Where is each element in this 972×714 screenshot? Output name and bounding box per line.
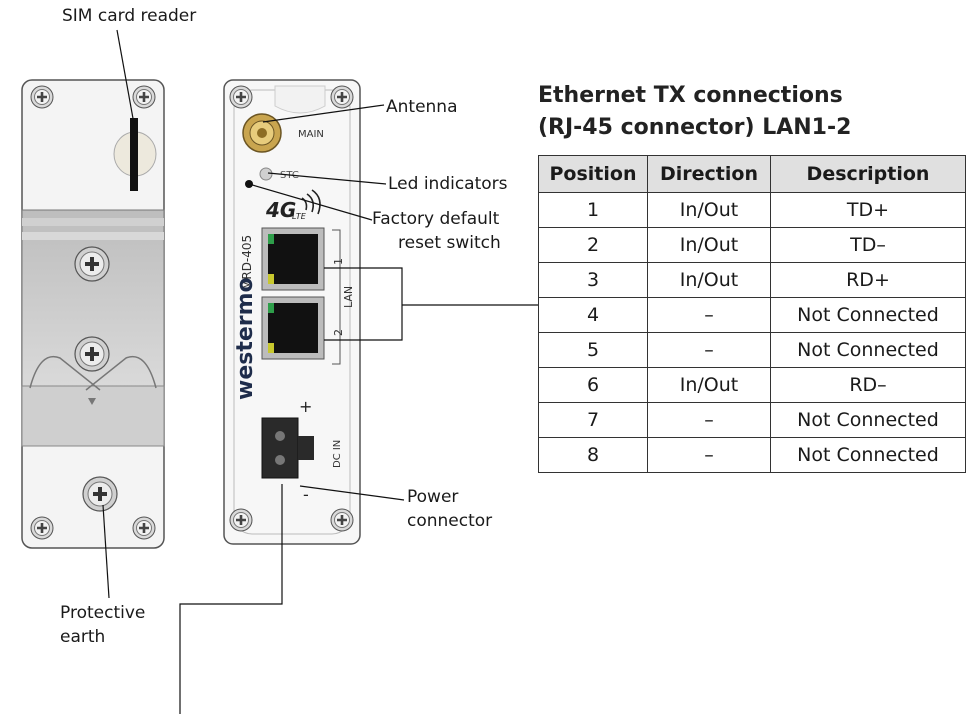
- header-position: Position: [538, 155, 648, 193]
- cell-direction: –: [647, 332, 771, 368]
- table-row: 8–Not Connected: [538, 437, 966, 473]
- cell-direction: In/Out: [647, 367, 771, 403]
- cell-description: TD–: [770, 227, 966, 263]
- cell-direction: In/Out: [647, 192, 771, 228]
- cell-direction: –: [647, 402, 771, 438]
- factory-reset-label-line2: reset switch: [398, 233, 501, 253]
- cell-description: RD+: [770, 262, 966, 298]
- factory-reset-label-line1: Factory default: [372, 209, 500, 229]
- header-direction: Direction: [647, 155, 771, 193]
- cell-position: 4: [538, 297, 648, 333]
- lan-port-1-icon: [261, 227, 325, 291]
- cell-description: TD+: [770, 192, 966, 228]
- port-2-number: 2: [332, 329, 345, 336]
- lte-label: LTE: [292, 212, 307, 221]
- cell-description: Not Connected: [770, 402, 966, 438]
- table-title: Ethernet TX connections (RJ-45 connector…: [538, 80, 851, 144]
- cell-direction: In/Out: [647, 227, 771, 263]
- brand-logo: westermo: [233, 277, 258, 400]
- table-title-line2: (RJ-45 connector) LAN1-2: [538, 115, 852, 140]
- sim-slot: [130, 118, 138, 191]
- sim-card-reader-label: SIM card reader: [62, 6, 197, 26]
- cell-position: 8: [538, 437, 648, 473]
- table-row: 4–Not Connected: [538, 297, 966, 333]
- cell-position: 1: [538, 192, 648, 228]
- power-connector-label-line1: Power: [407, 487, 459, 507]
- cell-position: 7: [538, 402, 648, 438]
- model-label: MRD-405: [240, 235, 254, 290]
- minus-label: -: [303, 485, 309, 504]
- lan-label: LAN: [342, 286, 355, 308]
- led-indicators-label: Led indicators: [388, 174, 508, 194]
- cell-description: Not Connected: [770, 437, 966, 473]
- protective-earth-label-line2: earth: [60, 627, 106, 647]
- cell-description: Not Connected: [770, 332, 966, 368]
- table-row: 5–Not Connected: [538, 332, 966, 368]
- cell-position: 3: [538, 262, 648, 298]
- power-connector-label-line2: connector: [407, 511, 493, 531]
- power-connector-icon: [261, 417, 314, 479]
- side-panel: [21, 79, 165, 549]
- lan-port-2-icon: [261, 296, 325, 360]
- cell-description: Not Connected: [770, 297, 966, 333]
- cell-position: 6: [538, 367, 648, 403]
- protective-earth-label-line1: Protective: [60, 603, 146, 623]
- signal-icon: [301, 189, 321, 215]
- cell-direction: –: [647, 437, 771, 473]
- port-1-number: 1: [332, 258, 345, 265]
- four-g-logo: 4G: [265, 198, 296, 222]
- main-label: MAIN: [298, 129, 324, 140]
- cell-description: RD–: [770, 367, 966, 403]
- cell-position: 5: [538, 332, 648, 368]
- cell-direction: –: [647, 297, 771, 333]
- antenna-label: Antenna: [386, 97, 458, 117]
- table-row: 7–Not Connected: [538, 402, 966, 438]
- table-title-line1: Ethernet TX connections: [538, 83, 843, 108]
- led-indicator-icon: [259, 167, 273, 181]
- front-panel: MAIN STC 4G LTE MRD-405 westermo 1 LAN 2: [223, 79, 361, 545]
- table-header-row: Position Direction Description: [538, 155, 966, 193]
- dc-in-label: DC IN: [332, 440, 343, 468]
- plus-label: +: [299, 397, 312, 416]
- leader-lines: [102, 29, 538, 714]
- cell-position: 2: [538, 227, 648, 263]
- cell-direction: In/Out: [647, 262, 771, 298]
- antenna-connector-icon: [242, 113, 282, 153]
- header-description: Description: [770, 155, 966, 193]
